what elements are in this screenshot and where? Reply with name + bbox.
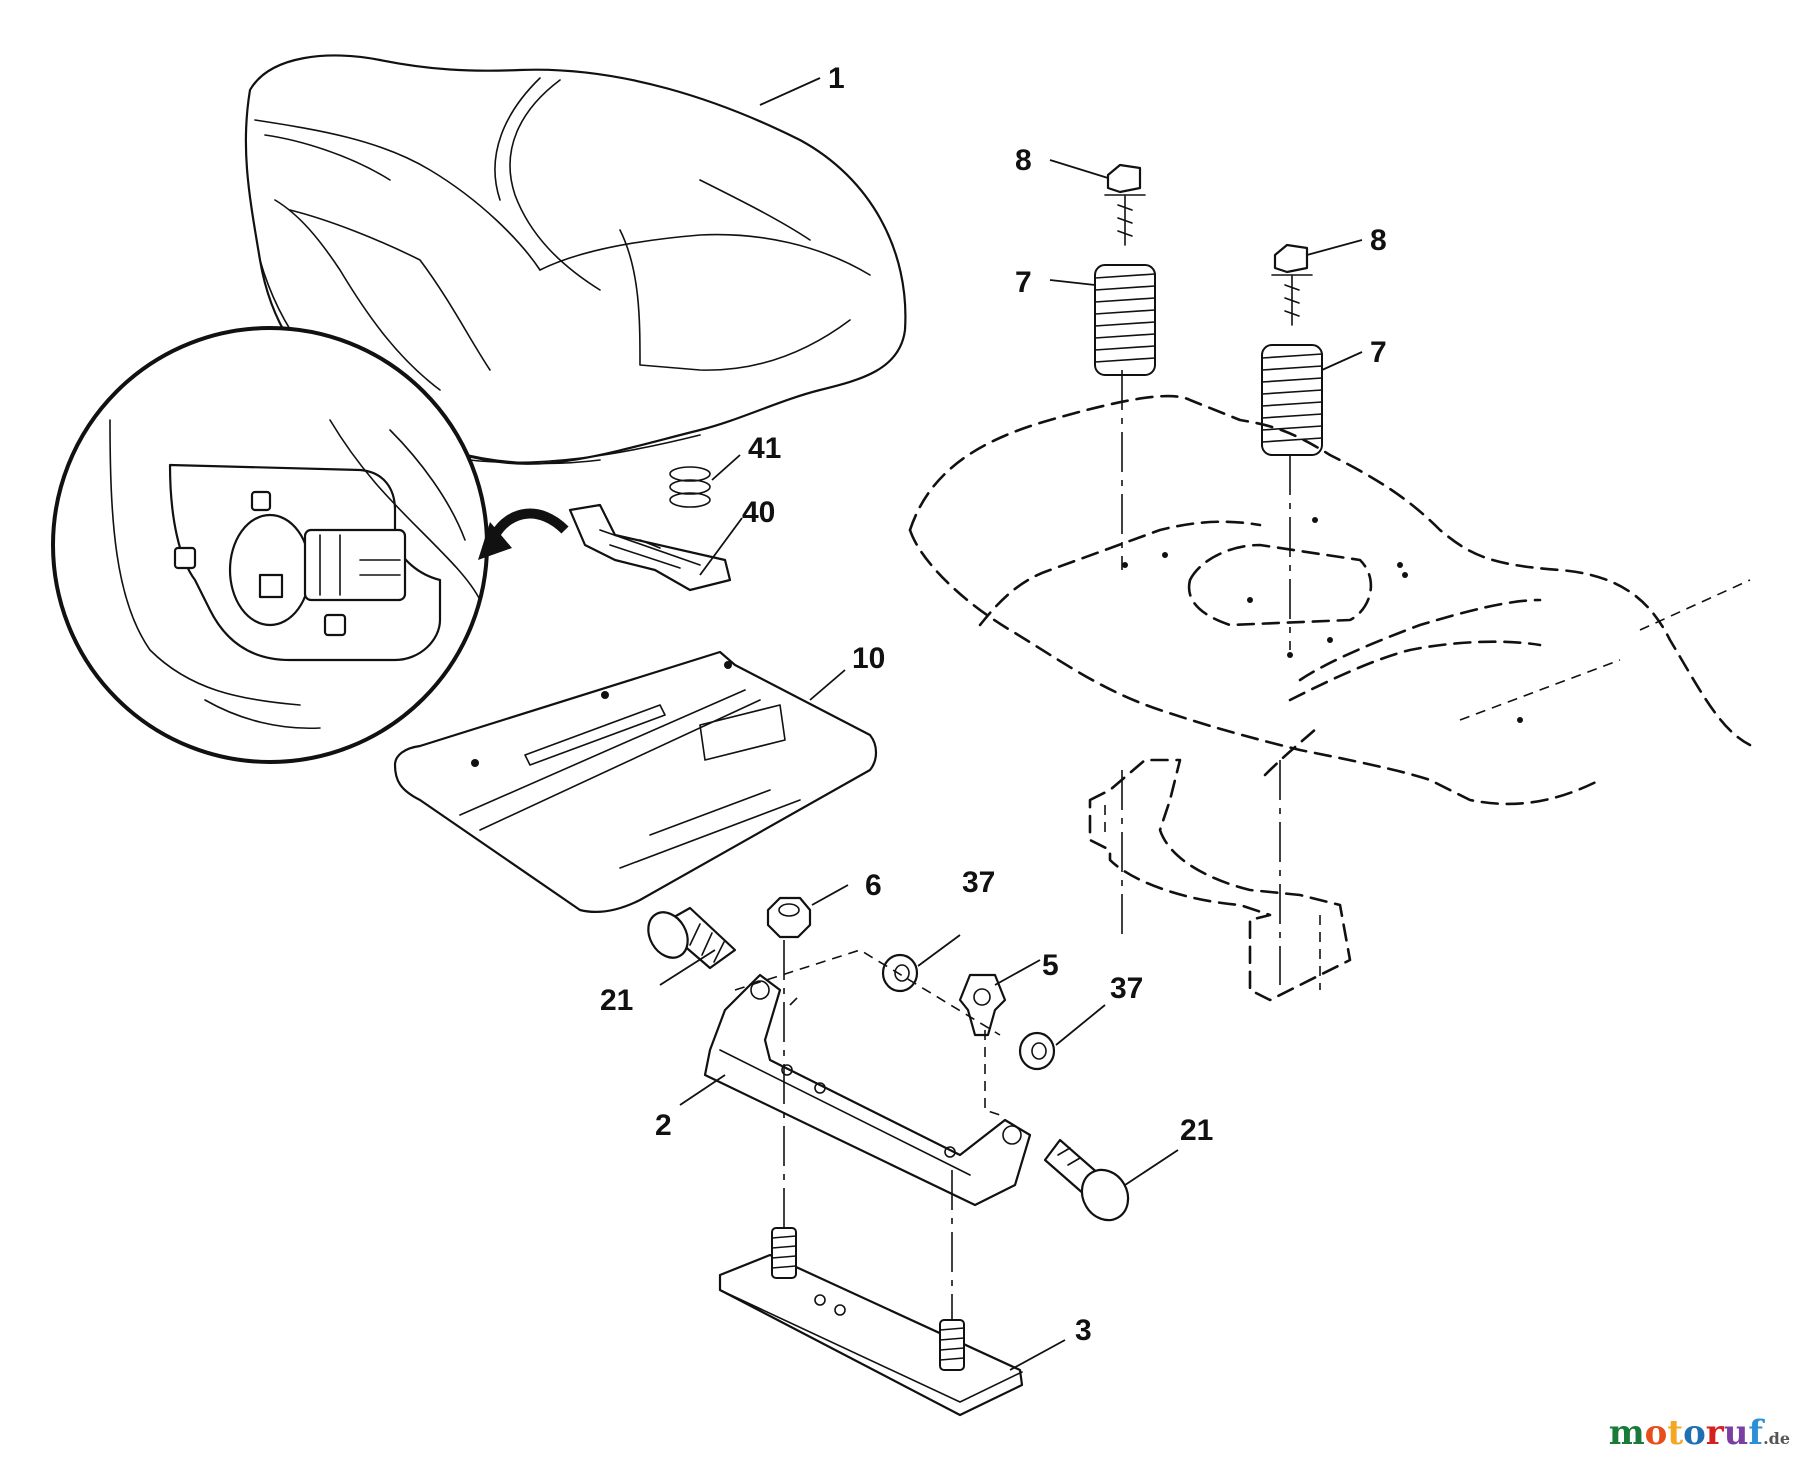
seat-pan-10	[393, 650, 878, 914]
callout-37-b: 37	[1110, 972, 1143, 1005]
watermark-letter: o	[1644, 1413, 1668, 1453]
bolt-21-right	[1043, 1138, 1130, 1222]
seat	[244, 54, 907, 465]
leader-lines	[659, 77, 1363, 1371]
callout-7-right: 7	[1370, 336, 1387, 369]
nut-6	[766, 896, 812, 939]
callout-40: 40	[742, 496, 775, 529]
fender-outline	[908, 394, 1752, 1002]
watermark-letter: f	[1748, 1413, 1764, 1453]
callout-3: 3	[1075, 1314, 1092, 1347]
callout-2: 2	[655, 1109, 672, 1142]
bolt-21-left	[647, 906, 737, 970]
latch-40	[568, 503, 732, 592]
callout-41: 41	[748, 432, 781, 465]
callout-21-right: 21	[1180, 1114, 1213, 1147]
bolt-8-left	[1104, 163, 1146, 246]
spring-7-right	[1261, 344, 1323, 456]
watermark-brand: motoruf	[1609, 1413, 1763, 1453]
detail-arrow	[478, 508, 569, 560]
watermark-letter: m	[1608, 1413, 1645, 1453]
watermark-letter: r	[1705, 1413, 1724, 1453]
callout-labels: 1 8 8 7 7 41 40 10 6 37 5 37 21 21 2 3	[600, 62, 1387, 1347]
callout-7-left: 7	[1015, 266, 1032, 299]
clip-5	[958, 973, 1007, 1037]
callout-10: 10	[852, 642, 885, 675]
watermark-letter: o	[1683, 1413, 1706, 1453]
small-spring-41	[669, 466, 711, 508]
watermark-logo: motoruf.de	[1609, 1413, 1790, 1453]
watermark-letter: t	[1667, 1413, 1684, 1453]
plate-3	[718, 1227, 1024, 1417]
watermark-suffix: .de	[1763, 1429, 1790, 1448]
assembly-lines	[734, 940, 1001, 1320]
callout-6: 6	[865, 869, 882, 902]
detail-magnifier	[51, 326, 489, 764]
washer-37-b	[1018, 1031, 1056, 1071]
callout-1: 1	[828, 62, 845, 95]
bolt-8-right	[1271, 243, 1313, 326]
callout-8-right: 8	[1370, 224, 1387, 257]
fender-axes	[1121, 370, 1291, 985]
callout-5: 5	[1042, 949, 1059, 982]
spring-7-left	[1094, 264, 1156, 376]
callout-21-left: 21	[600, 984, 633, 1017]
callout-8-left: 8	[1015, 144, 1032, 177]
washer-37-a	[881, 953, 919, 993]
callout-37-a: 37	[962, 866, 995, 899]
bracket-2	[703, 973, 1032, 1207]
watermark-letter: u	[1723, 1413, 1749, 1453]
